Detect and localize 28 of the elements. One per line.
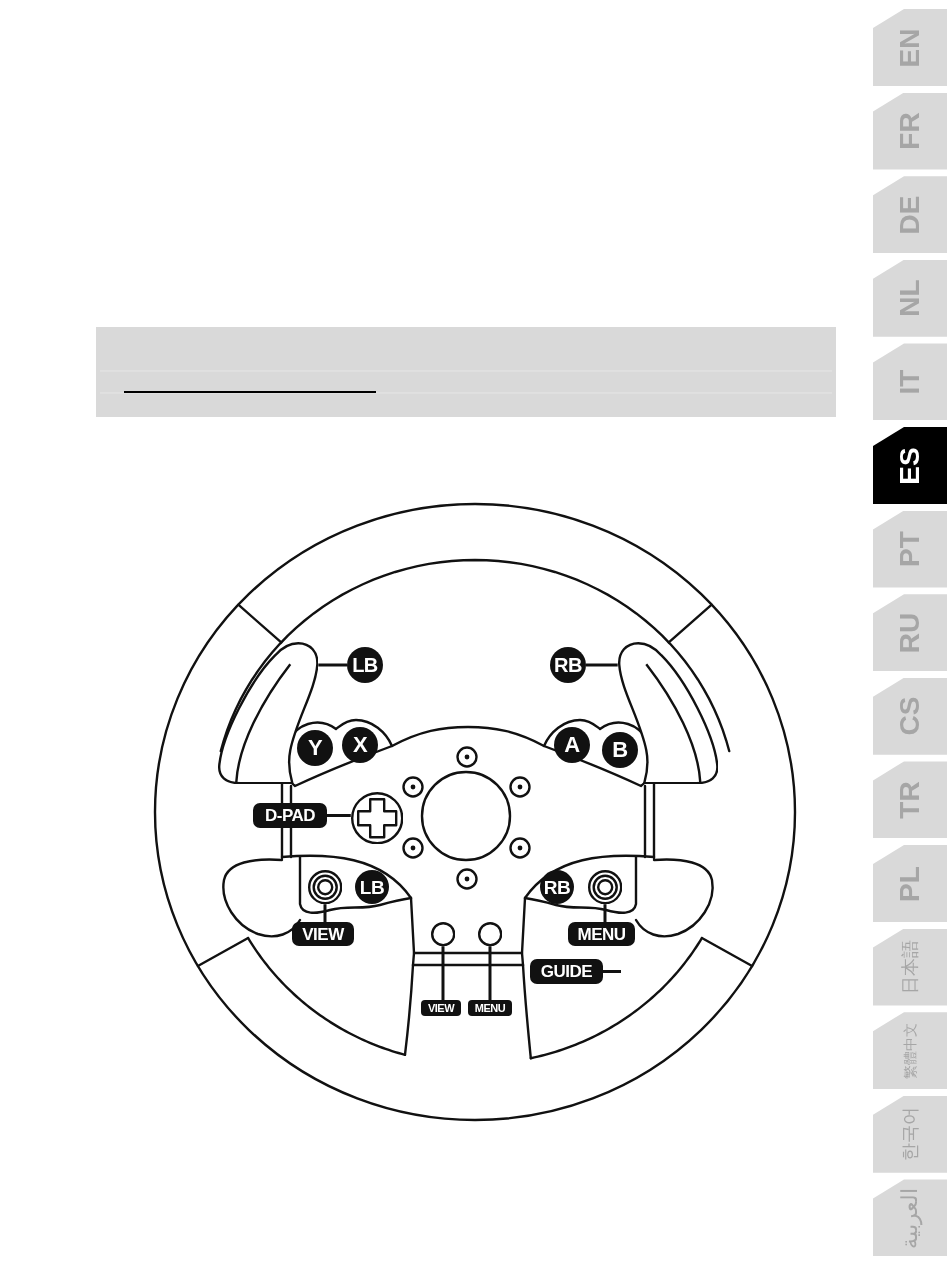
face-button: A	[554, 727, 590, 763]
small-button	[477, 921, 503, 947]
face-button: X	[342, 727, 378, 763]
bumper-callout: RB	[550, 647, 586, 683]
rotary-switch	[587, 869, 623, 905]
leader-line	[603, 904, 607, 922]
leader-line	[441, 946, 445, 1000]
face-button: LB	[355, 870, 389, 904]
callout-label: VIEW	[292, 922, 354, 946]
active-language-tab: ES	[873, 427, 947, 504]
leader-line	[318, 663, 347, 667]
callout-label: GUIDE	[530, 959, 603, 984]
callout-label: VIEW	[421, 1000, 461, 1016]
small-button	[430, 921, 456, 947]
leader-line	[488, 946, 492, 1000]
face-button: B	[602, 732, 638, 768]
rotary-switch	[307, 869, 343, 905]
callout-label: D-PAD	[253, 803, 327, 828]
leader-line	[586, 663, 618, 667]
face-button: Y	[297, 730, 333, 766]
face-button: RB	[540, 870, 574, 904]
callout-label: MENU	[468, 1000, 512, 1016]
leader-line	[323, 904, 327, 922]
callout-label: MENU	[568, 922, 635, 946]
leader-line	[603, 970, 621, 973]
bumper-callout: LB	[347, 647, 383, 683]
d-pad	[350, 791, 404, 845]
leader-line	[327, 814, 351, 817]
